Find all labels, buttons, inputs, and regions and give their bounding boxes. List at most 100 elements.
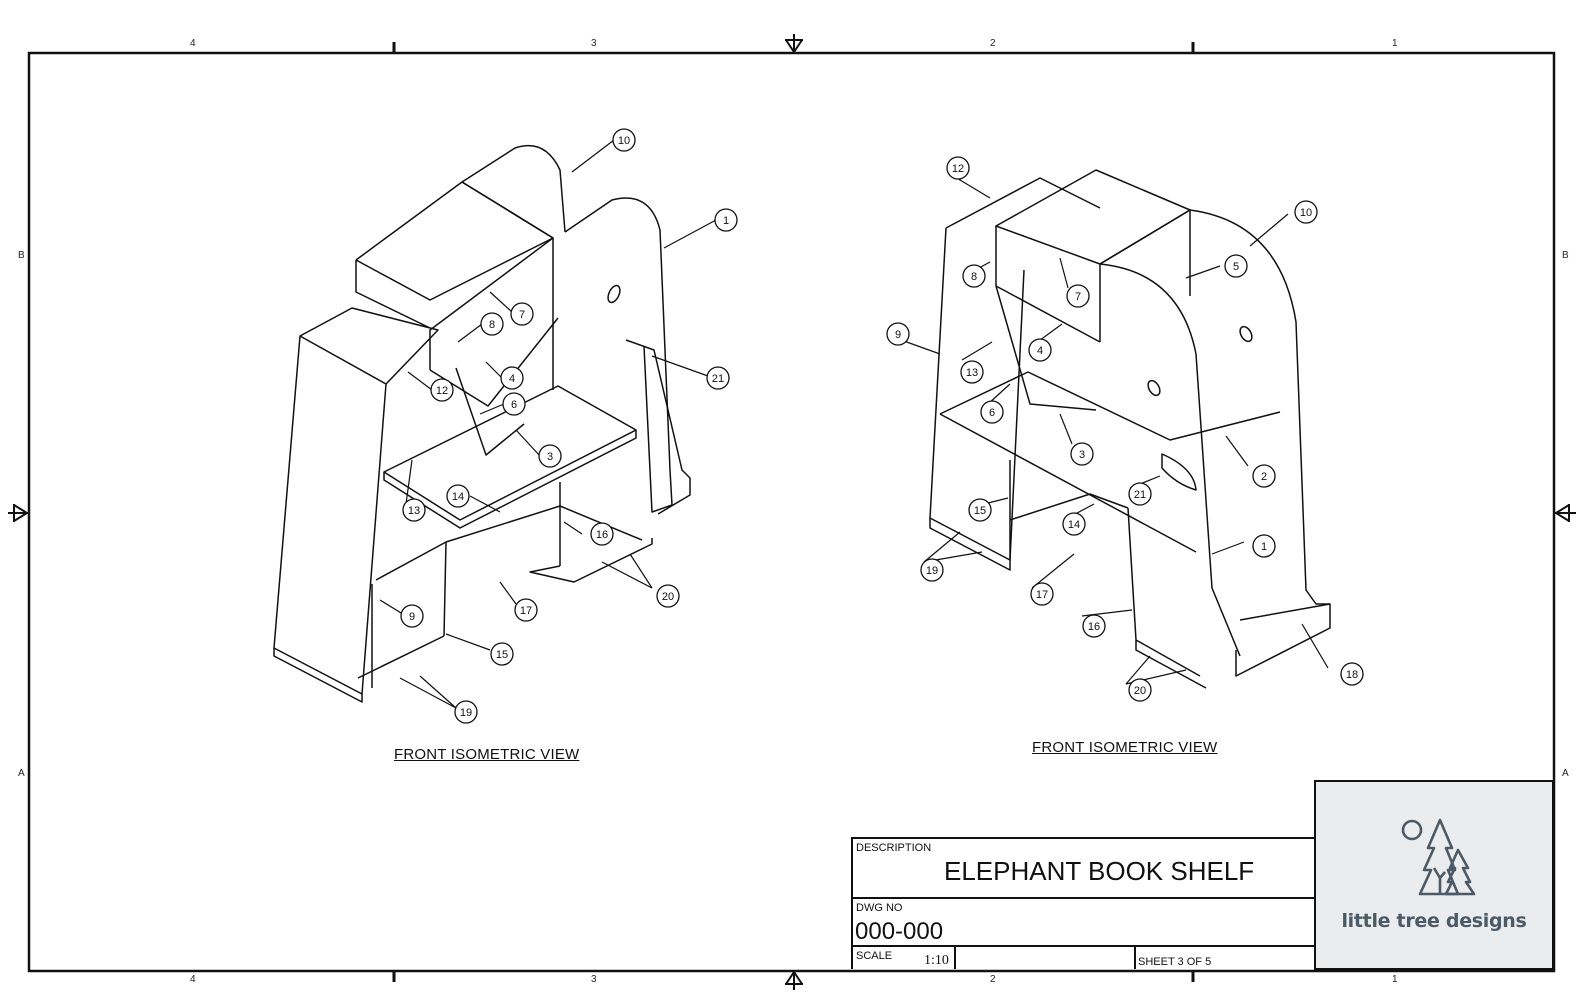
right-view-balloon-label: 3 xyxy=(1079,449,1085,461)
left-view-balloon: 14 xyxy=(446,484,470,508)
left-view-balloon-label: 19 xyxy=(460,707,472,719)
right-view-balloon: 10 xyxy=(1294,200,1318,224)
left-view-balloon-label: 7 xyxy=(519,309,525,321)
left-view-title: FRONT ISOMETRIC VIEW xyxy=(394,746,580,763)
sheet-total: 5 xyxy=(1205,956,1212,968)
right-view-balloon-label: 19 xyxy=(926,565,938,577)
left-view-balloon: 19 xyxy=(454,700,478,724)
right-view-balloon: 17 xyxy=(1030,582,1054,606)
sheet-label: SHEET xyxy=(1138,956,1175,968)
right-view-balloon: 6 xyxy=(980,400,1004,424)
left-view-balloon-circle xyxy=(590,522,614,546)
logo-panel: little tree designs xyxy=(1314,780,1554,970)
company-logo-text: little tree designs xyxy=(1341,910,1527,932)
right-view-balloon: 4 xyxy=(1028,338,1052,362)
right-view-balloon-circle xyxy=(968,498,992,522)
right-view-balloon-circle xyxy=(1066,284,1090,308)
left-view-balloon-label: 17 xyxy=(520,605,532,617)
zone-ticks xyxy=(392,42,1195,982)
left-view-balloon-label: 3 xyxy=(547,451,553,463)
left-view-balloon-label: 15 xyxy=(496,649,508,661)
left-view-balloon-circle xyxy=(612,128,636,152)
left-view-balloon: 8 xyxy=(480,312,504,336)
center-marks xyxy=(8,34,1576,990)
left-view-balloon-circle xyxy=(502,392,526,416)
zone-column-label: 4 xyxy=(190,974,196,985)
right-view-balloon-circle xyxy=(980,400,1004,424)
zone-column-label: 4 xyxy=(190,38,196,49)
sheet-info: SHEET 3 OF 5 xyxy=(1138,956,1211,968)
right-view-balloon-label: 18 xyxy=(1346,669,1358,681)
right-view-balloon-circle xyxy=(1062,512,1086,536)
right-view-balloon-label: 1 xyxy=(1261,541,1267,553)
right-view-balloon: 16 xyxy=(1082,614,1106,638)
left-view-balloon-circle xyxy=(538,444,562,468)
left-view-balloon: 15 xyxy=(490,642,514,666)
left-view-balloon-circle xyxy=(706,366,730,390)
left-view-balloon-circle xyxy=(402,498,426,522)
sheet-number: 3 xyxy=(1177,956,1184,968)
right-view-balloon: 19 xyxy=(920,558,944,582)
scale-value: 1:10 xyxy=(924,953,949,968)
right-view-balloon: 9 xyxy=(886,322,910,346)
right-isometric-drawing xyxy=(929,169,1331,689)
left-view-balloon-label: 20 xyxy=(662,591,674,603)
right-view-balloon-label: 15 xyxy=(974,505,986,517)
left-view-balloon-circle xyxy=(510,302,534,326)
right-view-balloon-label: 21 xyxy=(1134,489,1146,501)
right-view-balloon-circle xyxy=(1070,442,1094,466)
right-view-balloon-label: 13 xyxy=(966,367,978,379)
left-view-balloon-circle xyxy=(514,598,538,622)
left-view-balloon: 3 xyxy=(538,444,562,468)
right-view-balloon: 12 xyxy=(946,156,970,180)
right-view-balloon: 2 xyxy=(1252,464,1276,488)
right-view-balloon-label: 8 xyxy=(971,271,977,283)
right-view-title: FRONT ISOMETRIC VIEW xyxy=(1032,739,1218,756)
right-view-balloon-circle xyxy=(920,558,944,582)
right-view-balloon-circle xyxy=(1252,534,1276,558)
left-view-balloon-label: 8 xyxy=(489,319,495,331)
zone-column-label: 3 xyxy=(591,38,597,49)
right-view-balloon: 21 xyxy=(1128,482,1152,506)
zone-row-label: A xyxy=(18,768,25,779)
right-view-balloon-circle xyxy=(886,322,910,346)
right-view-balloon: 7 xyxy=(1066,284,1090,308)
right-view-balloon-circle xyxy=(1340,662,1364,686)
left-view-balloon-label: 13 xyxy=(408,505,420,517)
right-view-balloon-circle xyxy=(962,264,986,288)
dwg-no-value: 000-000 xyxy=(855,918,944,945)
left-view-balloon-circle xyxy=(480,312,504,336)
right-view-balloon-label: 2 xyxy=(1261,471,1267,483)
right-view-balloon-label: 20 xyxy=(1134,685,1146,697)
scale-label: SCALE xyxy=(856,950,893,962)
right-view-balloon-circle xyxy=(1252,464,1276,488)
left-view-balloon: 1 xyxy=(714,208,738,232)
left-view-balloon: 17 xyxy=(514,598,538,622)
left-view-balloon-circle xyxy=(454,700,478,724)
right-view-balloon: 20 xyxy=(1128,678,1152,702)
zone-column-label: 2 xyxy=(990,38,996,49)
right-view-balloon: 18 xyxy=(1340,662,1364,686)
zone-row-label: A xyxy=(1562,768,1569,779)
zone-column-label: 1 xyxy=(1392,38,1398,49)
zone-column-label: 3 xyxy=(591,974,597,985)
right-view-balloon-label: 17 xyxy=(1036,589,1048,601)
dwg-no-label: DWG NO xyxy=(856,902,903,914)
right-view-balloon-label: 16 xyxy=(1088,621,1100,633)
left-view-balloon: 4 xyxy=(500,366,524,390)
right-view-balloon: 14 xyxy=(1062,512,1086,536)
left-view-balloon: 10 xyxy=(612,128,636,152)
of-label: OF xyxy=(1186,956,1203,968)
trees-and-sun-icon xyxy=(1401,818,1476,896)
right-view-balloon-circle xyxy=(1030,582,1054,606)
drawing-description: ELEPHANT BOOK SHELF xyxy=(944,856,1255,886)
right-view-balloon: 5 xyxy=(1224,254,1248,278)
left-view-balloon-label: 6 xyxy=(511,399,517,411)
left-view-balloon-circle xyxy=(656,584,680,608)
right-view-balloon-circle xyxy=(960,360,984,384)
zone-column-label: 2 xyxy=(990,974,996,985)
right-view-balloon: 13 xyxy=(960,360,984,384)
title-block-frame xyxy=(851,837,1314,969)
left-view-balloon-label: 14 xyxy=(452,491,464,503)
